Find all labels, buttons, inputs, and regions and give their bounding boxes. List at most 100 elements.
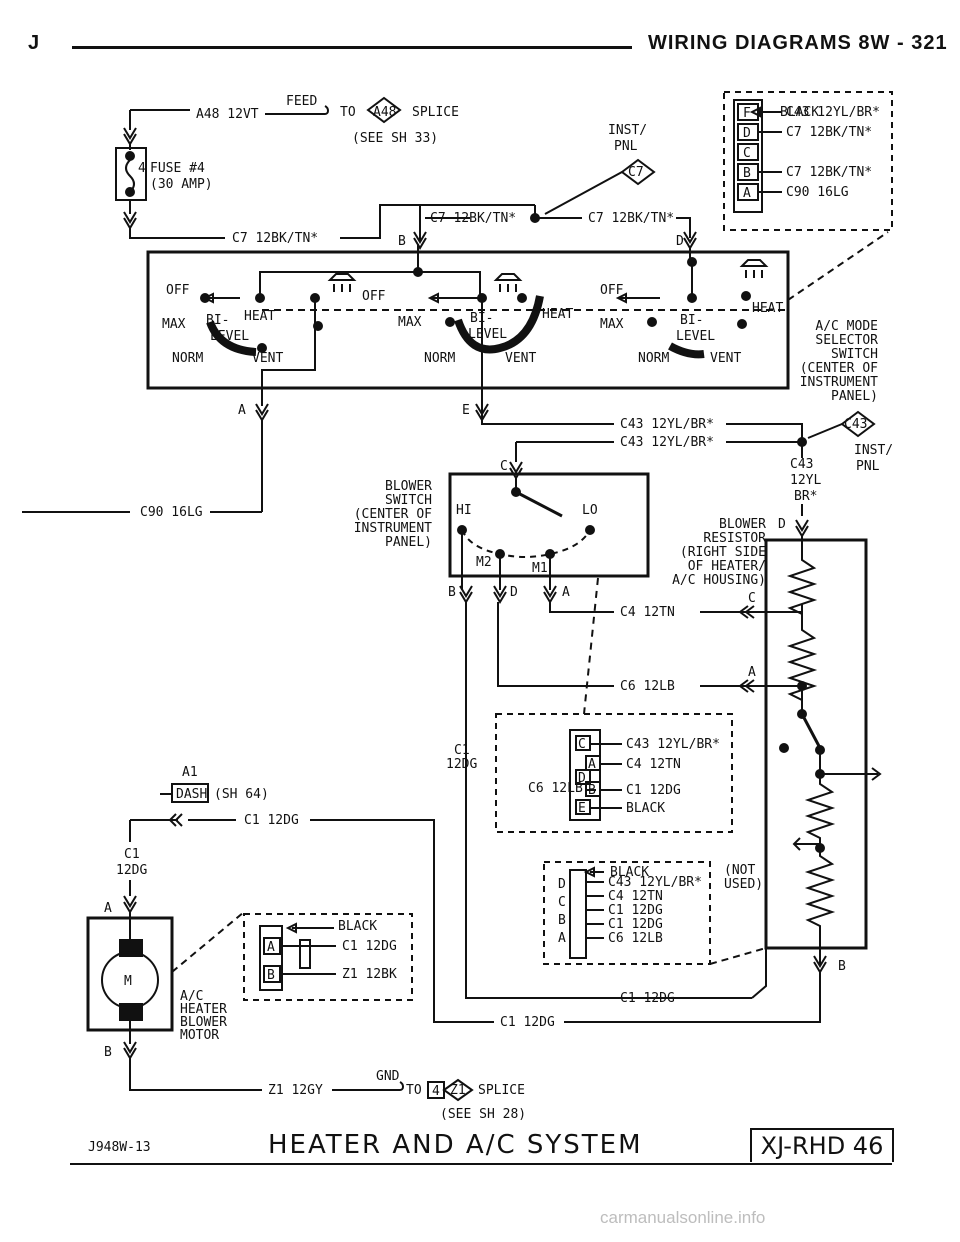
c43-wire-2-run (515, 441, 802, 462)
motor-connector-arrow (285, 922, 334, 934)
resistor-connector-leader (709, 947, 767, 965)
bs-wiper (515, 490, 563, 518)
brLabel-line: RESISTOR (703, 531, 766, 546)
c43-wire-1-run (726, 423, 803, 440)
c90-wire-label: C90 16LG (140, 505, 203, 520)
c1-vertical-l1: C1 (454, 743, 470, 758)
fuse-pin: 4 (138, 161, 146, 176)
resistor-connector-black: BLACK (610, 865, 649, 880)
c43-vert-wire-1: C43 (790, 457, 813, 472)
mode-right-wiper (668, 342, 705, 359)
ground-see-sheet: (SEE SH 28) (440, 1107, 526, 1122)
mode-norm-right: NORM (638, 351, 669, 366)
top-connector-pin-letter: F (743, 106, 751, 121)
mode-defrost-icon-3 (739, 259, 769, 278)
mode-off-left: OFF (166, 283, 190, 298)
c1-top-wire (130, 813, 236, 827)
c1-wire-bottom1 (465, 602, 752, 999)
header-title: WIRING DIAGRAMS 8W - 321 (648, 32, 948, 54)
mode-vent-center: VENT (505, 351, 536, 366)
br-pin-b-label: B (838, 959, 846, 974)
mid-connector-pin-wire: C43 12YL/BR* (626, 737, 720, 752)
modeLabel-line: A/C MODE (815, 319, 878, 334)
bsLabel-line: SWITCH (385, 493, 432, 508)
modeLabel-line: SELECTOR (815, 333, 878, 348)
br-thermal-switch (800, 713, 822, 749)
mode-norm-center: NORM (424, 351, 455, 366)
ground-wire (332, 1081, 404, 1091)
mid-connector-pin-wire: C4 12TN (626, 757, 681, 772)
mid-connector-pin-box (575, 769, 591, 785)
brLabel-line: BLOWER (719, 517, 766, 532)
pin-b-label: B (398, 234, 406, 249)
fuse-element (125, 159, 135, 193)
mode-right-heat-dot (737, 319, 747, 329)
bs-pin-d-label: D (510, 585, 518, 600)
mode-norm-left: NORM (172, 351, 203, 366)
top-connector-pin-letter: C (743, 146, 751, 161)
mid-connector-frame (495, 713, 733, 833)
mode-center-wiper (454, 295, 544, 354)
top-connector-pin-wire: C7 12BK/TN* (786, 165, 872, 180)
motor-pin-b-label: B (104, 1045, 112, 1060)
top-connector-black: BLACK (780, 105, 819, 120)
motor-pin-a-label: A (104, 901, 112, 916)
not-used-l1: (NOT (724, 863, 755, 878)
brLabel-line: (RIGHT SIDE (680, 545, 766, 560)
c1-top-wire-label: C1 12DG (244, 813, 299, 828)
c7-wire-left: C7 12BK/TN* (232, 231, 318, 246)
resistor-connector-pin-letter: C (558, 895, 566, 910)
mode-heat-left: HEAT (244, 309, 275, 324)
c1-bottom1-label: C1 12DG (620, 991, 675, 1006)
mode-switch-box (146, 250, 790, 390)
motor-connector-pin-letter: A (267, 940, 275, 955)
pin-b-connector (413, 231, 427, 250)
mode-level-center: LEVEL (468, 327, 507, 342)
resistor-coil-3 (804, 774, 836, 846)
feed-break (324, 105, 329, 115)
modeLabel-line: INSTRUMENT (800, 375, 878, 390)
motorLabel-line: A/C (180, 989, 203, 1004)
c7-wire-left-run (340, 204, 535, 239)
top-connector-pin-box (737, 143, 759, 161)
motorLabel-line: BLOWER (180, 1015, 227, 1030)
br-pin-a (738, 679, 802, 693)
motorLabel-line: HEATER (180, 1002, 227, 1017)
footer-page-box: XJ-RHD 46 (750, 1128, 894, 1162)
c7-wire-mid-label: C7 12BK/TN* (430, 211, 516, 226)
top-connector-frame (723, 91, 893, 231)
fuse-label: FUSE #4 (150, 161, 205, 176)
splice-label: SPLICE (412, 105, 459, 120)
resistor-connector-wire: C1 12DG (608, 917, 663, 932)
motor-symbol: M (124, 974, 132, 989)
bs-m1-label: M1 (532, 561, 548, 576)
mode-defrost-icon-1 (327, 273, 357, 292)
top-connector-pin-wire: C43 12YL/BR* (786, 105, 880, 120)
dash-id: A1 (182, 765, 198, 780)
fuse-top-connector (123, 110, 137, 150)
c6-wire (497, 602, 744, 687)
motor-connector-pin-letter: B (267, 968, 275, 983)
watermark: carmanualsonline.info (600, 1208, 766, 1227)
mid-connector-pin-letter: D (578, 771, 586, 786)
motor-pin-b (123, 1030, 262, 1091)
c43-leader (807, 423, 843, 439)
mode-max-left: MAX (162, 317, 186, 332)
mode-center-max-dot (445, 317, 455, 327)
mode-vent-right: VENT (710, 351, 741, 366)
header-letter: J (28, 32, 41, 54)
c4-wire (549, 602, 744, 613)
resistor-connector-arrow (583, 866, 604, 878)
footer-code: J948W-13 (88, 1140, 151, 1155)
footer-rule (70, 1163, 892, 1165)
mode-right-defrost-dot (741, 291, 751, 301)
mode-pin-e-label: E (462, 403, 470, 418)
ground-gnd-label: GND (376, 1069, 400, 1084)
motor-pin-a (123, 895, 137, 918)
motor-connector-pin-wire: Z1 12BK (342, 967, 397, 982)
feed-see-sheet: (SEE SH 33) (352, 131, 438, 146)
brLabel-line: OF HEATER/ (688, 559, 766, 574)
c43-connector-diamond (840, 410, 876, 438)
